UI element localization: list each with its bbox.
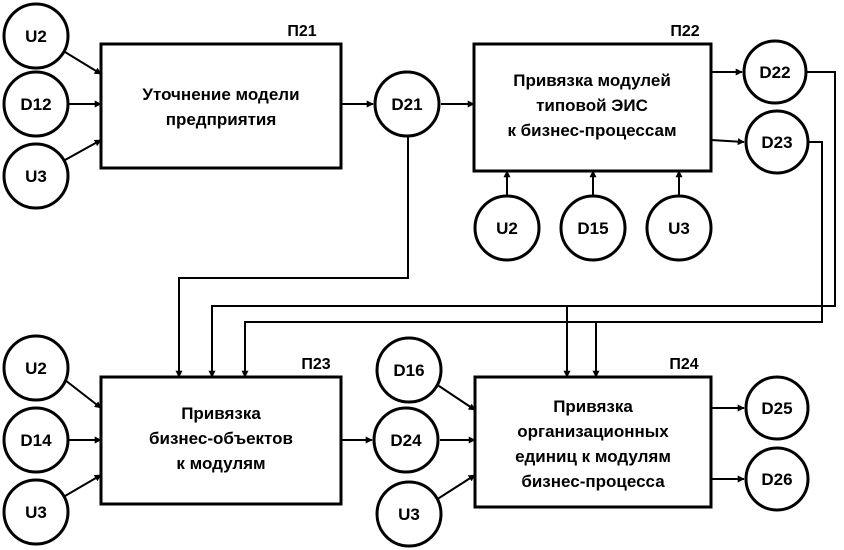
node-u2-c: U2 xyxy=(2,334,70,402)
edge-d16-p24 xyxy=(435,383,476,411)
node-u2-a-label: U2 xyxy=(25,27,47,46)
node-d23-label: D23 xyxy=(761,133,792,152)
process-p21-line-1: Уточнение модели xyxy=(142,85,299,104)
process-p21: П21 Уточнение модели предприятия xyxy=(99,23,343,170)
node-d22: D22 xyxy=(742,39,808,105)
process-p23-line-3: к модулям xyxy=(176,454,265,473)
node-d16: D16 xyxy=(375,336,443,404)
edge-u3a-p21 xyxy=(64,139,102,161)
process-p21-line-2: предприятия xyxy=(166,110,277,129)
process-p22-line-3: к бизнес-процессам xyxy=(507,121,676,140)
process-p24-line-2: организационных xyxy=(517,422,669,441)
node-d16-label: D16 xyxy=(393,361,424,380)
node-d24: D24 xyxy=(372,406,440,474)
node-u3-a-label: U3 xyxy=(25,167,47,186)
edge-u2c-p23 xyxy=(64,379,102,409)
node-d25-label: D25 xyxy=(761,399,792,418)
node-d15: D15 xyxy=(559,194,627,262)
node-d21: D21 xyxy=(373,70,441,138)
edge-u3c-p23 xyxy=(64,474,102,497)
node-d26-label: D26 xyxy=(761,470,792,489)
process-p22-line-2: типовой ЭИС xyxy=(536,96,648,115)
process-p24-line-1: Привязка xyxy=(553,397,633,416)
process-p21-id: П21 xyxy=(287,23,316,40)
process-p24-line-4: бизнес-процесса xyxy=(521,472,665,491)
process-p24-line-3: единиц к модулям xyxy=(515,447,671,466)
node-d21-label: D21 xyxy=(391,95,422,114)
node-d15-label: D15 xyxy=(577,219,608,238)
node-u2-b: U2 xyxy=(473,194,541,262)
node-d12-label: D12 xyxy=(20,95,51,114)
edge-d22-p23-p24 xyxy=(208,71,836,378)
process-p23: П23 Привязка бизнес-объектов к модулям xyxy=(99,356,343,506)
node-u3-c-label: U3 xyxy=(25,503,47,522)
edge-u3d-p24 xyxy=(435,474,476,501)
node-u3-d-label: U3 xyxy=(398,505,420,524)
edge-d21-p23 xyxy=(175,137,409,378)
node-d22-label: D22 xyxy=(759,63,790,82)
node-u3-c: U3 xyxy=(2,478,70,546)
process-p22: П22 Привязка модулей типовой ЭИС к бизне… xyxy=(472,23,713,173)
edge-d23-p23-p24 xyxy=(241,141,823,378)
node-u3-a: U3 xyxy=(2,142,70,210)
node-u3-b-label: U3 xyxy=(668,219,690,238)
process-p22-line-1: Привязка модулей xyxy=(513,71,671,90)
process-p23-line-1: Привязка xyxy=(181,404,261,423)
node-u2-b-label: U2 xyxy=(496,219,518,238)
process-p24: П24 Привязка организационных единиц к мо… xyxy=(473,356,713,509)
node-d14-label: D14 xyxy=(20,431,52,450)
node-u2-c-label: U2 xyxy=(25,359,47,378)
connections xyxy=(64,51,836,501)
edge-u2a-p21 xyxy=(64,51,102,75)
node-d12: D12 xyxy=(2,70,70,138)
node-d23: D23 xyxy=(744,109,810,175)
edge-p22-d23 xyxy=(710,138,745,146)
node-d14: D14 xyxy=(2,406,70,474)
process-p24-id: П24 xyxy=(669,356,698,373)
process-p23-id: П23 xyxy=(301,356,330,373)
node-d24-label: D24 xyxy=(390,431,422,450)
node-u3-b: U3 xyxy=(645,194,713,262)
process-p22-id: П22 xyxy=(670,23,699,40)
node-d25: D25 xyxy=(744,375,810,441)
node-u3-d: U3 xyxy=(375,480,443,548)
process-p23-line-2: бизнес-объектов xyxy=(149,429,293,448)
node-u2-a: U2 xyxy=(2,2,70,70)
node-d26: D26 xyxy=(744,446,810,512)
